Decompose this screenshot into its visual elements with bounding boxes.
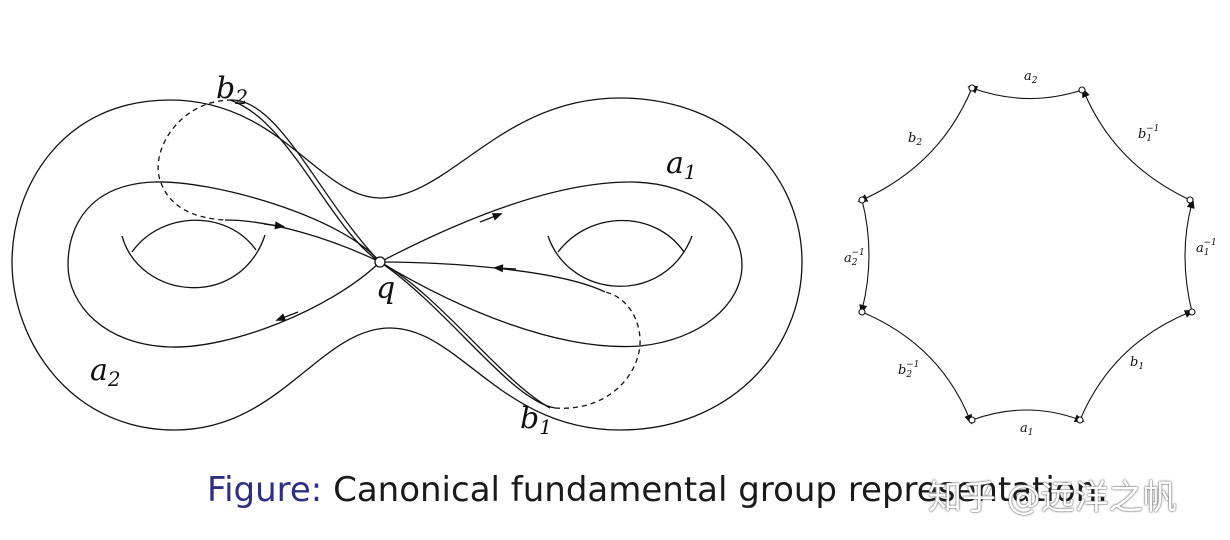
edge-label-b1-inv: b1−1 [1138, 124, 1159, 144]
label-b2: b2 [216, 71, 248, 109]
edge-label-a2: a2 [1024, 69, 1038, 86]
loop-a2-arrow [275, 311, 299, 321]
surface-outline [11, 97, 803, 431]
loop-b1-front-inner [379, 261, 556, 409]
figure-caption: Figure: Canonical fundamental group repr… [207, 470, 1108, 510]
watermark: 知乎 @远洋之帆 [928, 478, 1177, 518]
octagon-vertices [858, 84, 1196, 424]
loop-b1-arrow [493, 264, 517, 273]
loop-a1-arrow [479, 213, 503, 223]
edge-b2-inv [861, 311, 972, 425]
surface-labels: b2 a1 q a2 b1 [90, 71, 697, 439]
loop-a2 [67, 181, 381, 348]
edge-a2-inv [859, 199, 870, 315]
edge-label-b1: b1 [1130, 355, 1144, 372]
edge-label-b2: b2 [908, 131, 922, 148]
octagon [857, 84, 1196, 425]
edge-a1-inv [1184, 198, 1195, 313]
edge-label-a1: a1 [1020, 421, 1034, 438]
octagon-labels: a2 b1−1 a1−1 b1 a1 b2−1 a2−1 b2 [844, 69, 1217, 438]
label-q: q [376, 271, 395, 306]
loop-b2-arrow [263, 221, 285, 230]
loop-a1 [379, 181, 743, 348]
edge-label-b2-inv: b2−1 [898, 360, 919, 380]
loop-b2-return [224, 219, 381, 263]
left-hole-lower [121, 234, 266, 289]
edge-b1-inv [1082, 87, 1191, 201]
base-point-q [374, 256, 386, 268]
caption-text: Canonical fundamental group representati… [333, 470, 1108, 510]
edge-label-a2-inv: a2−1 [844, 248, 865, 268]
loop-b1-return [379, 261, 606, 293]
loop-b1-back [554, 291, 641, 409]
left-hole-upper [131, 219, 257, 253]
edge-b1 [1079, 310, 1195, 421]
edge-a2 [967, 85, 1083, 100]
label-a1: a1 [666, 146, 697, 184]
loop-b2-front [229, 99, 381, 263]
right-hole-upper [557, 220, 685, 253]
right-hole-lower [547, 235, 693, 287]
caption-prefix: Figure: [207, 470, 323, 510]
loop-b2-front-inner [231, 99, 381, 263]
edge-b2 [857, 87, 973, 203]
loop-b2-back [157, 99, 233, 221]
edge-label-a1-inv: a1−1 [1196, 238, 1217, 258]
loop-b1-front [379, 261, 551, 409]
label-b1: b1 [520, 401, 552, 439]
label-a2: a2 [90, 353, 121, 391]
edge-a1 [971, 409, 1085, 422]
genus-two-surface [11, 97, 803, 431]
